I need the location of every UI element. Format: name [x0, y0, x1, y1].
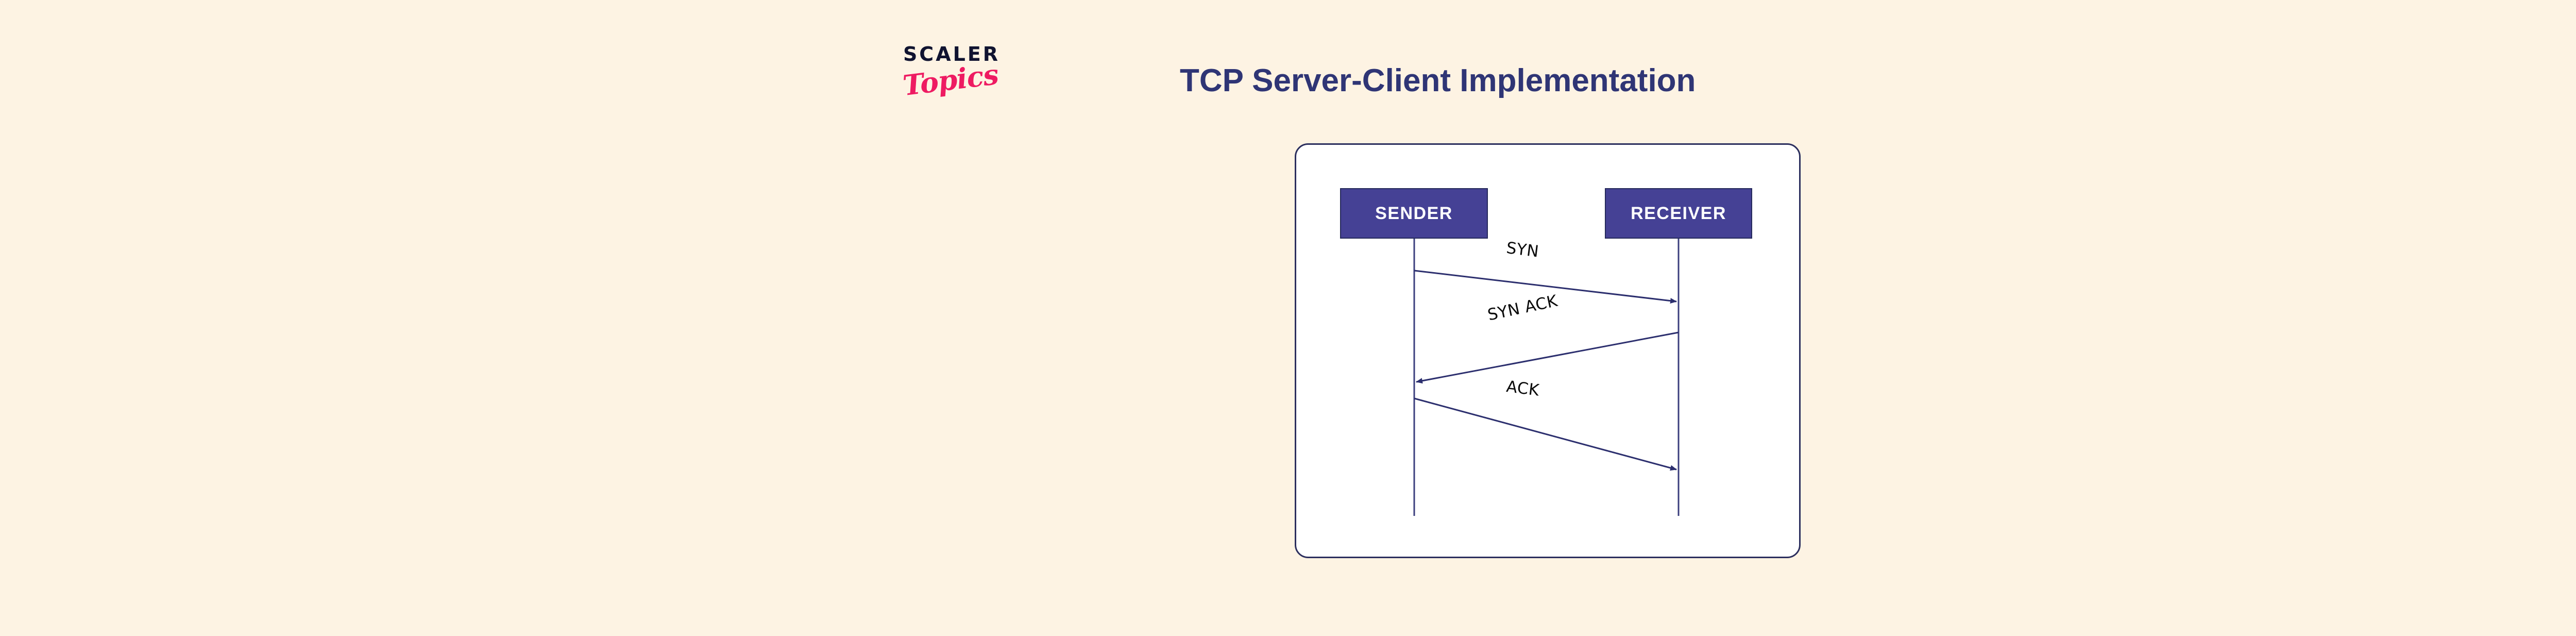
logo-wordmark: SCALER — [903, 43, 1001, 65]
actor-box-receiver: RECEIVER — [1605, 188, 1752, 239]
message-label-ack: ACK — [1505, 377, 1540, 400]
message-arrow-syn — [1414, 270, 1677, 304]
actor-label-receiver: RECEIVER — [1631, 203, 1726, 223]
page-title: TCP Server-Client Implementation — [1180, 63, 1696, 98]
sequence-diagram-canvas — [1413, 239, 1680, 516]
logo-script-mark: Topics — [901, 57, 1000, 103]
message-arrow-syn-ack — [1416, 331, 1679, 384]
actor-label-sender: SENDER — [1375, 203, 1453, 223]
actor-box-sender: SENDER — [1340, 188, 1488, 239]
message-arrow-ack — [1414, 397, 1677, 471]
scaler-topics-logo: SCALER Topics — [878, 44, 1023, 116]
sequence-diagram-card: SENDER RECEIVER SYN SYN ACK ACK — [1295, 143, 1801, 558]
message-label-syn: SYN — [1505, 239, 1540, 261]
